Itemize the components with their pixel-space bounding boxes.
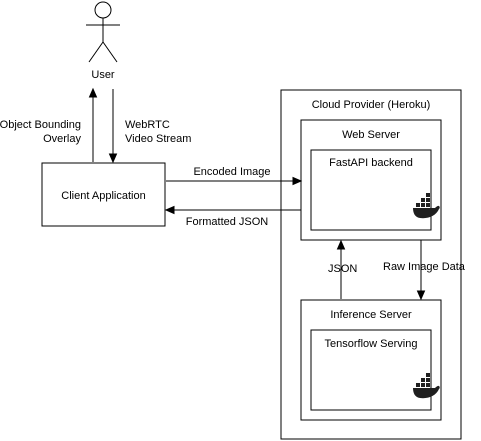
json-response-label: JSON [328, 263, 357, 275]
webrtc-label-line2: Video Stream [125, 133, 191, 145]
raw-image-data-label: Raw Image Data [383, 261, 466, 273]
webrtc-label-line1: WebRTC [125, 119, 170, 131]
encoded-image-label: Encoded Image [193, 166, 270, 178]
fastapi-backend-label: FastAPI backend [329, 157, 413, 169]
formatted-json-label: Formatted JSON [186, 216, 269, 228]
docker-icon [413, 373, 440, 399]
encoded-image-arrow [166, 176, 303, 186]
fastapi-backend-box [310, 149, 432, 231]
formatted-json-arrow [164, 205, 301, 215]
tensorflow-serving-label: Tensorflow Serving [325, 338, 418, 350]
docker-icon [413, 193, 440, 219]
user-label: User [91, 69, 115, 81]
overlay-arrow [88, 87, 98, 162]
raw-image-data-arrow [416, 240, 426, 301]
tensorflow-serving-box [310, 329, 432, 411]
inference-server-label: Inference Server [330, 309, 412, 321]
cloud-provider-label: Cloud Provider (Heroku) [312, 99, 431, 111]
overlay-label-line2: Overlay [43, 133, 81, 145]
web-server-label: Web Server [342, 129, 400, 141]
video-stream-arrow [108, 89, 118, 164]
client-application-label: Client Application [61, 190, 145, 202]
user-actor-icon [86, 1, 120, 63]
overlay-label-line1: Object Bounding [0, 119, 81, 131]
client-application-box [41, 162, 166, 227]
json-response-arrow [336, 239, 346, 299]
